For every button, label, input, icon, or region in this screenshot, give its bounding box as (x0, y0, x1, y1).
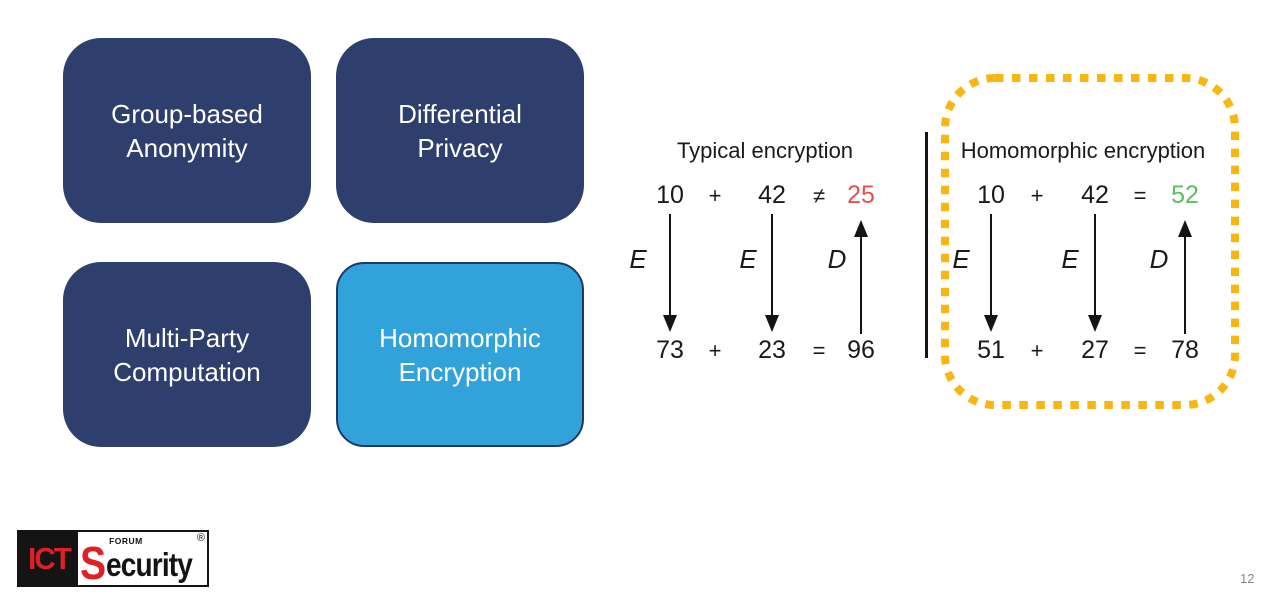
box-group-based-anonymity: Group-based Anonymity (63, 38, 311, 223)
box-label-line: Anonymity (126, 132, 248, 163)
box-label-line: Homomorphic (379, 322, 541, 353)
box-label-line: Group-based (111, 98, 263, 129)
plus-operator: + (708, 338, 722, 363)
typical-encryption-title: Typical encryption (676, 138, 854, 163)
logo-ict-block: ICT (19, 532, 79, 585)
box-homomorphic-encryption: Homomorphic Encryption (336, 262, 584, 447)
equals-operator: = (1133, 183, 1147, 208)
decrypt-label: D (1149, 244, 1169, 274)
homomorphic-cipher-a: 51 (977, 336, 1005, 364)
typical-operand-a: 10 (656, 181, 684, 209)
box-differential-privacy: Differential Privacy (336, 38, 584, 223)
plus-operator: + (1030, 183, 1044, 208)
encrypt-arrow-down-icon (662, 214, 678, 331)
encrypt-label: E (629, 244, 647, 274)
typical-wrong-result: 25 (847, 181, 875, 209)
encrypt-label: E (952, 244, 970, 274)
decrypt-label: D (827, 244, 847, 274)
typical-cipher-b: 23 (758, 336, 786, 364)
encrypt-arrow-down-icon (1087, 214, 1103, 331)
typical-operand-b: 42 (758, 181, 786, 209)
box-multi-party-computation: Multi-Party Computation (63, 262, 311, 447)
box-label-line: Computation (113, 356, 261, 387)
homomorphic-cipher-sum: 78 (1171, 336, 1199, 364)
encrypt-arrow-down-icon (983, 214, 999, 331)
homomorphic-operand-a: 10 (977, 181, 1005, 209)
not-equal-operator: ≠ (812, 183, 826, 208)
encrypt-label: E (1061, 244, 1079, 274)
decrypt-arrow-up-icon (853, 221, 869, 334)
equals-operator: = (812, 338, 826, 363)
registered-mark: ® (196, 532, 205, 544)
plus-operator: + (708, 183, 722, 208)
homomorphic-correct-result: 52 (1171, 181, 1199, 209)
typical-cipher-a: 73 (656, 336, 684, 364)
homomorphic-operand-b: 42 (1081, 181, 1109, 209)
homomorphic-cipher-b: 27 (1081, 336, 1109, 364)
logo-s-text: S (80, 537, 107, 589)
logo-forum-text: FORUM (109, 536, 143, 546)
encrypt-label: E (739, 244, 757, 274)
box-label-line: Differential (398, 98, 522, 129)
logo-ecurity-text: ecurity (105, 546, 193, 583)
page-number: 12 (1240, 571, 1255, 586)
homomorphic-encryption-title: Homomorphic encryption (960, 138, 1206, 163)
highlight-dashed-border (941, 74, 1239, 409)
decrypt-arrow-up-icon (1177, 221, 1193, 334)
divider-line (925, 132, 928, 358)
logo-security-block: S ecurity FORUM ® (78, 532, 207, 589)
ict-security-logo: ICT S ecurity FORUM ® (17, 530, 209, 587)
box-label-line: Multi-Party (124, 322, 250, 353)
box-label-line: Privacy (417, 132, 503, 163)
box-label-line: Encryption (398, 356, 522, 387)
plus-operator: + (1030, 338, 1044, 363)
typical-cipher-sum: 96 (847, 336, 875, 364)
logo-ict-text: ICT (27, 540, 72, 576)
encrypt-arrow-down-icon (764, 214, 780, 331)
equals-operator: = (1133, 338, 1147, 363)
